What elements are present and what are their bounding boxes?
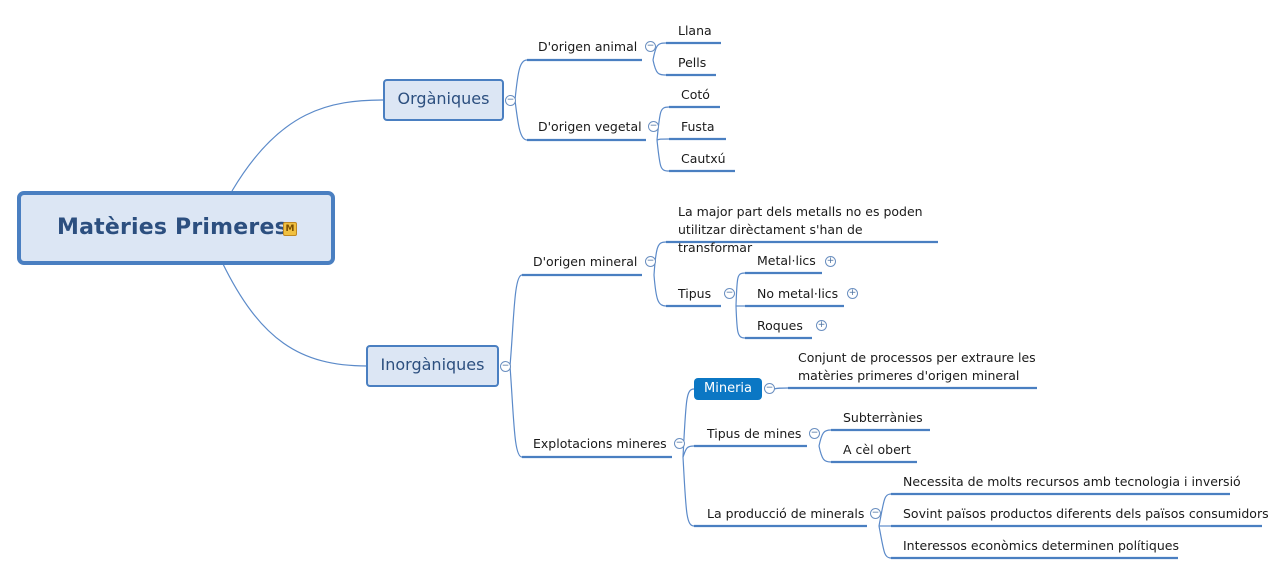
topic-inorganiques[interactable]: Inorgàniques xyxy=(366,345,499,387)
topic-no-metallics[interactable]: No metal·lics xyxy=(757,286,839,301)
topic-metalls-note[interactable]: La major part dels metalls no es poden u… xyxy=(678,204,923,255)
expand-roques-icon[interactable]: + xyxy=(816,320,827,331)
topic-subterranies[interactable]: Subterrànies xyxy=(843,410,923,425)
expand-metallics-icon[interactable]: + xyxy=(825,256,836,267)
expand-no-metallics-icon[interactable]: + xyxy=(847,288,858,299)
collapse-animal-icon[interactable]: − xyxy=(645,41,656,52)
collapse-tipus-icon[interactable]: − xyxy=(724,288,735,299)
collapse-inorganiques-icon[interactable]: − xyxy=(500,361,511,372)
topic-tipus-mines[interactable]: Tipus de mines xyxy=(707,426,802,441)
topic-origen-animal[interactable]: D'origen animal xyxy=(538,39,638,54)
topic-roques[interactable]: Roques xyxy=(757,318,803,333)
topic-llana[interactable]: Llana xyxy=(678,23,712,38)
topic-explotacions-mineres[interactable]: Explotacions mineres xyxy=(533,436,667,451)
collapse-tipus-mines-icon[interactable]: − xyxy=(809,428,820,439)
topic-origen-vegetal[interactable]: D'origen vegetal xyxy=(538,119,642,134)
topic-metallics[interactable]: Metal·lics xyxy=(757,253,816,268)
topic-pells[interactable]: Pells xyxy=(678,55,707,70)
topic-produccio-item-1[interactable]: Necessita de molts recursos amb tecnolog… xyxy=(903,474,1241,489)
collapse-produccio-icon[interactable]: − xyxy=(870,508,881,519)
collapse-mineria-icon[interactable]: − xyxy=(764,383,775,394)
topic-origen-mineral[interactable]: D'origen mineral xyxy=(533,254,638,269)
collapse-mineral-icon[interactable]: − xyxy=(645,256,656,267)
collapse-vegetal-icon[interactable]: − xyxy=(648,121,659,132)
topic-produccio-minerals[interactable]: La producció de minerals xyxy=(707,506,865,521)
central-topic[interactable]: Matèries Primeres M xyxy=(17,191,335,265)
topic-organiques[interactable]: Orgàniques xyxy=(383,79,504,121)
topic-cautxu[interactable]: Cautxú xyxy=(681,151,726,166)
topic-produccio-item-3[interactable]: Interessos econòmics determinen polítiqu… xyxy=(903,538,1179,553)
topic-mineria[interactable]: Mineria xyxy=(694,378,762,400)
topic-fusta[interactable]: Fusta xyxy=(681,119,715,134)
map-marker-icon[interactable]: M xyxy=(283,222,297,236)
central-topic-title: Matèries Primeres xyxy=(57,215,288,240)
collapse-explotacions-icon[interactable]: − xyxy=(674,438,685,449)
collapse-organiques-icon[interactable]: − xyxy=(505,95,516,106)
topic-mineria-note[interactable]: Conjunt de processos per extraure les ma… xyxy=(798,350,1036,383)
topic-produccio-item-2[interactable]: Sovint països productos diferents dels p… xyxy=(903,506,1269,521)
topic-tipus[interactable]: Tipus xyxy=(678,286,712,301)
topic-cel-obert[interactable]: A cèl obert xyxy=(843,442,911,457)
topic-coto[interactable]: Cotó xyxy=(681,87,710,102)
